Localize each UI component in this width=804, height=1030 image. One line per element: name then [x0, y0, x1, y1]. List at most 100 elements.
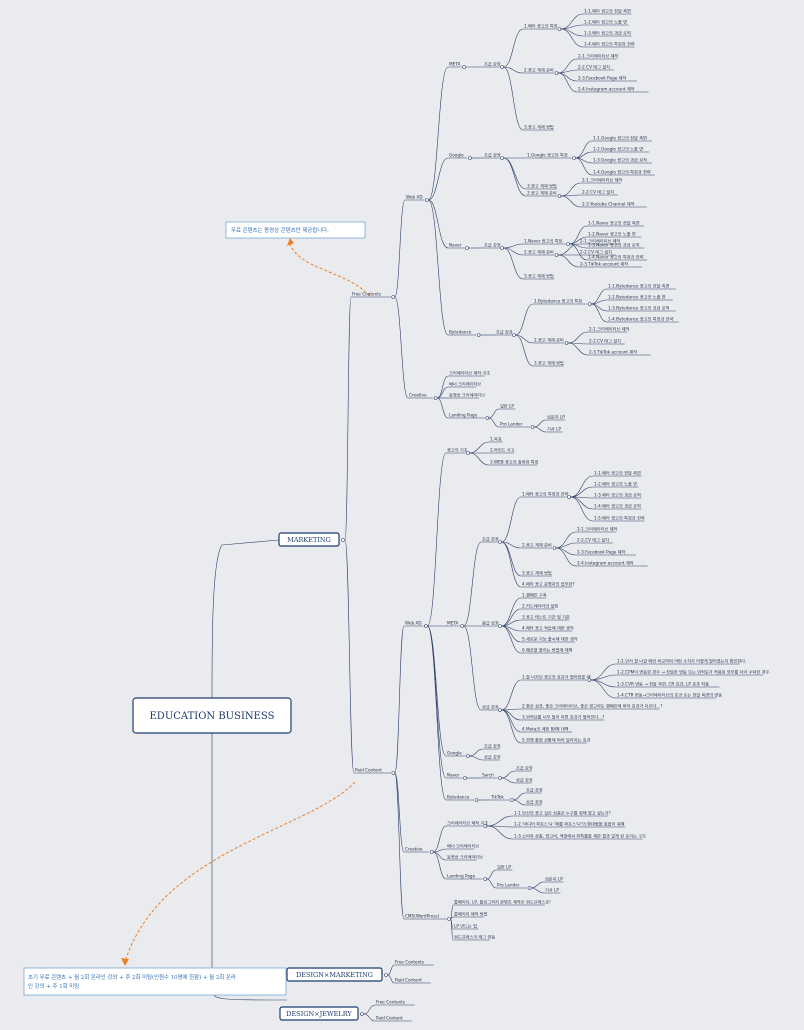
branch-connector [363, 1013, 376, 1022]
paid-meta-beginner-s3: 3.광고 게재 방법 [522, 570, 552, 577]
branch-connector [437, 397, 449, 419]
paid-meta-intermediate: 중급 강좌 [482, 620, 499, 627]
branch-connector [387, 964, 395, 976]
free-google-s3: 3.광고 게재 방법 [527, 183, 557, 190]
free-bytedance-level-toggle[interactable] [512, 333, 516, 337]
design-jewelry-box[interactable] [279, 1006, 359, 1021]
free-bytedance-s1-toggle[interactable] [587, 302, 592, 306]
paid-webad-toggle[interactable] [424, 624, 428, 628]
paid-meta-beginner-s2-item-4: 2-4.Instagram account 제작 [577, 560, 634, 567]
paid-cms: CMS(WordPress) [405, 914, 440, 919]
free-bytedance-s3: 3.광고 게재 방법 [534, 360, 564, 367]
free-naver-s1-item-4: 1-4.Naver 광고의 특징과 전략 [588, 254, 644, 261]
paid-meta-advanced-s4: 4.Meta의 계정 BAN 대책 [522, 726, 569, 733]
free-creative-toggle[interactable] [433, 396, 438, 400]
branch-connector [427, 625, 447, 757]
paid-tiktok-toggle[interactable] [510, 798, 514, 802]
branch-connector [567, 331, 589, 344]
paid-meta-intermediate-item-2: 2.커드레이터의 설정 [522, 603, 558, 610]
branch-connector [560, 195, 582, 208]
free-google-s1-toggle[interactable] [572, 156, 576, 160]
free-meta-s1-item-3: 1-3.메타 광고의 과금 로직 [584, 30, 631, 37]
free-meta-s2-toggle[interactable] [554, 71, 559, 75]
paid-basics-item-2: 2.마인드 사고 [490, 447, 515, 454]
paid-content-toggle[interactable] [391, 771, 396, 775]
paid-creative-basics-item-1: 1-1.당신의 광고 실은 상품은 누구를 위해 팔고 싶는가? [514, 810, 611, 817]
free-pro-lander-toggle[interactable] [530, 425, 535, 429]
free-google-s1-item-1: 1-1.Google 광고의 전달 측면 [593, 135, 647, 142]
design-marketing-box[interactable] [286, 967, 383, 982]
paid-naver-search-toggle[interactable] [498, 776, 502, 780]
free-note-box [225, 221, 366, 239]
paid-meta-beginner-s1-item-1: 1-1.메타 광고의 전달 측면 [594, 470, 641, 477]
trunk-bottom [211, 733, 288, 1001]
free-webad-toggle[interactable] [425, 198, 429, 202]
paid-meta-beginner-s1-item-5: 1-5.메타 광고의 특징과 전략 [594, 515, 645, 522]
paid-bytedance-toggle[interactable] [474, 798, 479, 802]
paid-creative-banner: 배너 크리에이티브 [447, 843, 479, 850]
branch-connector [501, 496, 522, 543]
branch-connector [501, 770, 516, 779]
paid-meta-intermediate-toggle[interactable] [498, 624, 502, 628]
paid-meta-toggle[interactable] [460, 624, 464, 628]
branch-connector [387, 974, 395, 984]
paid-landing-page-toggle[interactable] [483, 877, 488, 881]
free-meta-s2-item-2: 2-2.CV 태그 설치 [578, 64, 610, 71]
free-meta-toggle[interactable] [462, 65, 466, 69]
paid-meta-advanced-s1-toggle[interactable] [587, 678, 592, 682]
paid-note-box [23, 967, 287, 996]
paid-google-toggle[interactable] [466, 754, 470, 758]
paid-meta-beginner-s2-toggle[interactable] [552, 546, 557, 550]
free-google-level-toggle[interactable] [500, 156, 504, 160]
free-landing-page-toggle[interactable] [485, 416, 490, 420]
free-google-s2-toggle[interactable] [557, 194, 562, 198]
free-meta-s1: 1.메타 광고의 특징 [524, 23, 558, 30]
branch-connector [555, 547, 577, 556]
paid-google-item-2: 상급 강좌 [484, 754, 501, 761]
branch-connector [428, 199, 449, 249]
paid-cms-toggle[interactable] [447, 917, 451, 921]
branch-connector [557, 243, 580, 256]
paid-naver-toggle[interactable] [463, 776, 467, 780]
marketing-box[interactable] [278, 532, 340, 547]
free-naver-s2-item-3: 2-3.TikTok account 제작 [580, 261, 628, 268]
free-meta-s3: 3.광고 게재 방법 [524, 124, 554, 131]
free-google-toggle[interactable] [468, 156, 472, 160]
paid-pro-lander-toggle[interactable] [527, 886, 532, 890]
paid-basics-toggle[interactable] [466, 451, 470, 455]
paid-meta-advanced-s2: 2.좋은 성과, 좋은 크리에이티브, 좋은 광고라도 캠페인에 따라 효과가 … [522, 703, 662, 710]
branch-connector [503, 243, 524, 249]
marketing-toggle[interactable] [341, 538, 345, 542]
free-naver-s2-item-1: 2-1.크리에이티브 제작 [580, 238, 620, 245]
free-google-level: 초급 강좌 [484, 152, 501, 159]
free-meta-level-toggle[interactable] [500, 65, 504, 69]
free-contents-toggle[interactable] [391, 295, 396, 299]
free-naver-s2-toggle[interactable] [554, 253, 559, 257]
paid-meta-beginner-s1-item-2: 1-2.메타 광고의 노출 면 [594, 481, 637, 488]
free-google-s1-item-3: 1-3.Google 광고의 과금 로직 [593, 157, 647, 164]
free-bytedance-s2-toggle[interactable] [564, 341, 569, 345]
root-node-box[interactable] [132, 697, 292, 734]
paid-meta-advanced-s5: 5.경쟁 출점 상황에 따라 달라지는 효과 [522, 737, 591, 744]
branch-connector [501, 541, 522, 588]
free-naver-s1-toggle[interactable] [566, 242, 570, 246]
paid-creative-toggle[interactable] [429, 850, 434, 854]
free-naver-toggle[interactable] [465, 246, 469, 250]
paid-meta-beginner-s1-toggle[interactable] [567, 495, 571, 499]
design-jewelry-toggle[interactable] [360, 1012, 364, 1016]
free-lp-general: 일반 LP [500, 403, 514, 409]
paid-creative-basics-toggle[interactable] [483, 824, 488, 828]
free-meta-s1-toggle[interactable] [557, 27, 562, 31]
paid-tiktok-item-2: 상급 강좌 [526, 799, 543, 806]
free-note-text: 무료 콘텐츠는 동영상 콘텐츠만 제공됩니다. [231, 226, 329, 234]
paid-meta-beginner-toggle[interactable] [498, 540, 502, 544]
free-bytedance-toggle[interactable] [476, 333, 481, 337]
free-naver-level-toggle[interactable] [500, 246, 504, 250]
paid-meta-advanced: 상급 강좌 [482, 704, 499, 711]
design-jewelry-item-1: Free Contents [376, 1000, 405, 1005]
paid-meta-advanced-toggle[interactable] [498, 708, 502, 712]
design-marketing-toggle[interactable] [384, 973, 388, 977]
branch-connector [469, 748, 484, 757]
paid-meta-beginner-s1-item-3: 1-3.메타 광고의 과금 로직 [594, 492, 641, 499]
